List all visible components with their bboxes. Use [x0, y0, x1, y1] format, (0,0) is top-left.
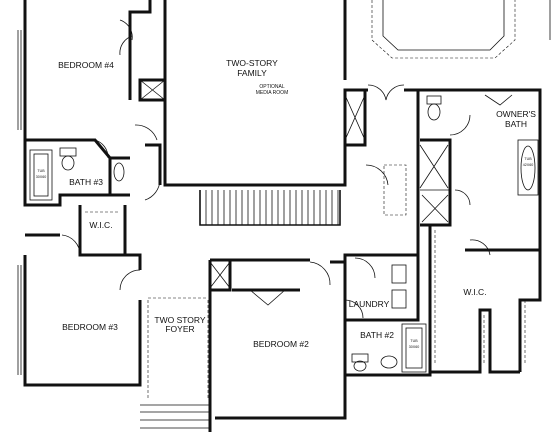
tub-bath3-size: 30X60	[36, 175, 46, 179]
owners-bath-walls	[343, 88, 542, 290]
right-wic-walls	[428, 225, 542, 374]
bedroom-4-walls	[17, 0, 167, 160]
bath-3-label: BATH #3	[69, 177, 103, 187]
wic-right-label: W.I.C.	[463, 287, 486, 297]
owners-bath-label-line2: BATH	[505, 119, 527, 129]
tub-owners-size: 42X60	[523, 163, 533, 167]
tub-bath3-label: TUB	[37, 169, 45, 173]
owners-bath-label-line1: OWNER'S	[496, 109, 536, 119]
stairs	[199, 190, 341, 226]
laundry-label: LAUNDRY	[349, 299, 390, 309]
bath-2-label: BATH #2	[360, 330, 394, 340]
tub-bath2-size: 30X60	[409, 345, 419, 349]
family-label-line1: TWO-STORY	[226, 58, 278, 68]
tub-bath2-label: TUB	[410, 339, 418, 343]
bedroom-3-walls	[17, 143, 162, 387]
foyer-label-line1: TWO STORY	[154, 315, 205, 325]
bedroom-4-label: BEDROOM #4	[58, 60, 114, 70]
family-walls	[163, 0, 418, 187]
upper-outline	[371, 0, 551, 59]
family-label-line2: FAMILY	[237, 68, 267, 78]
wic-left-label: W.I.C.	[89, 220, 112, 230]
media-room-label-line2: MEDIA ROOM	[256, 90, 289, 96]
bath-3-walls	[23, 139, 130, 207]
bedroom-2-label: BEDROOM #2	[253, 339, 309, 349]
bath-2-walls	[343, 320, 432, 377]
tub-owners-label: TUB	[524, 157, 532, 161]
laundry-walls	[343, 255, 420, 322]
left-wic-walls	[25, 205, 127, 257]
hall-closet	[365, 164, 407, 216]
bedroom-3-label: BEDROOM #3	[62, 322, 118, 332]
media-room-label-line1: OPTIONAL	[259, 84, 285, 90]
foyer-walls	[140, 297, 210, 429]
foyer-label-line2: FOYER	[165, 324, 194, 334]
